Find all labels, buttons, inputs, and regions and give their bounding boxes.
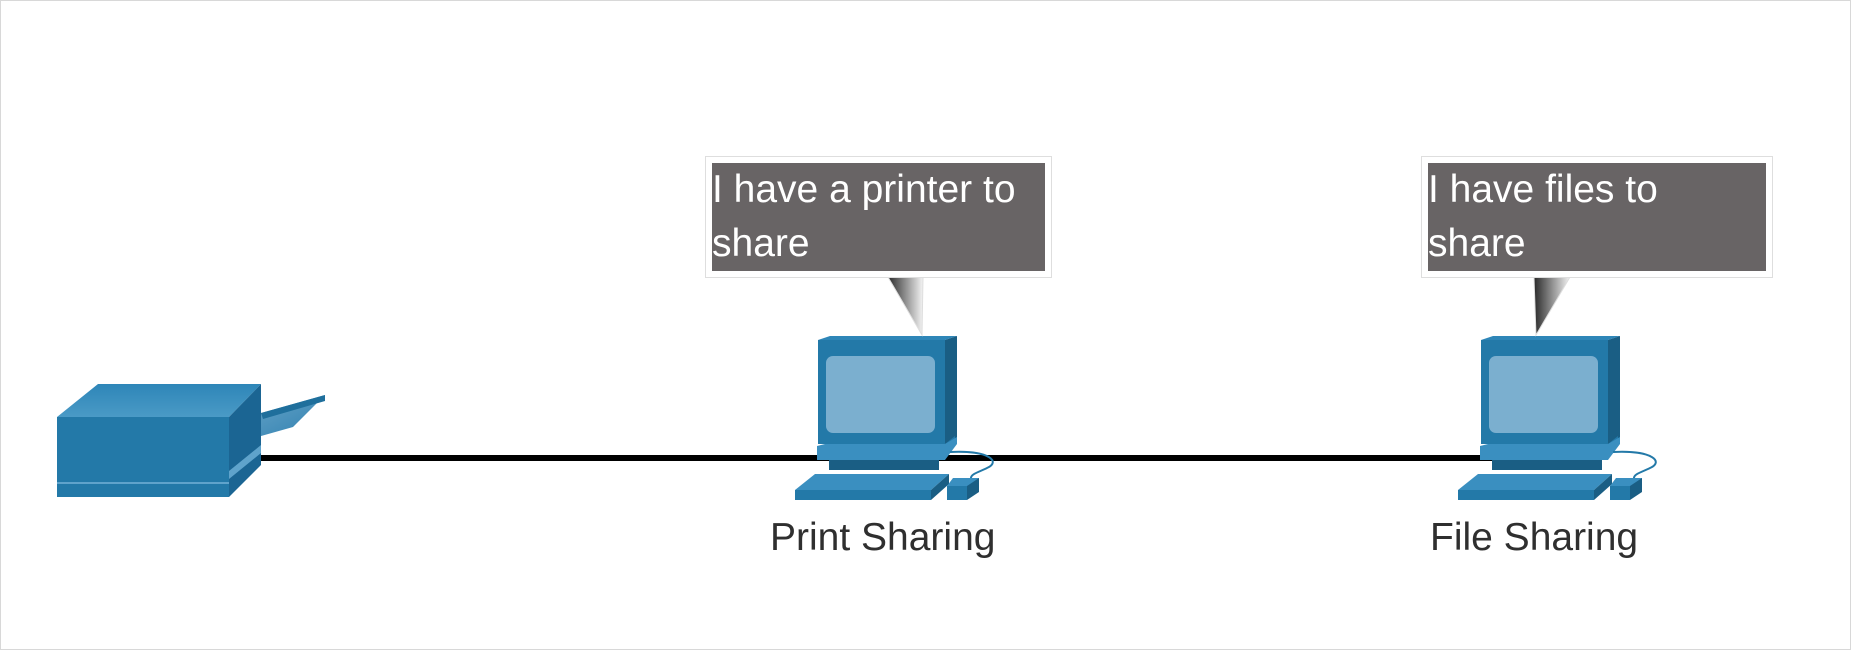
print-callout-text: I have a printer to share <box>712 168 1016 265</box>
file-sharing-computer-icon[interactable] <box>1458 336 1657 500</box>
print-callout-pointer <box>887 276 924 337</box>
printer-icon[interactable] <box>57 384 325 497</box>
file-callout: I have files to share <box>1421 156 1773 278</box>
file-callout-pointer <box>1533 276 1571 337</box>
print-sharing-computer-icon[interactable] <box>795 336 994 500</box>
file-sharing-label: File Sharing <box>1430 516 1639 559</box>
file-callout-text: I have files to share <box>1428 168 1658 265</box>
print-sharing-label: Print Sharing <box>770 516 996 559</box>
print-callout: I have a printer to share <box>705 156 1052 278</box>
